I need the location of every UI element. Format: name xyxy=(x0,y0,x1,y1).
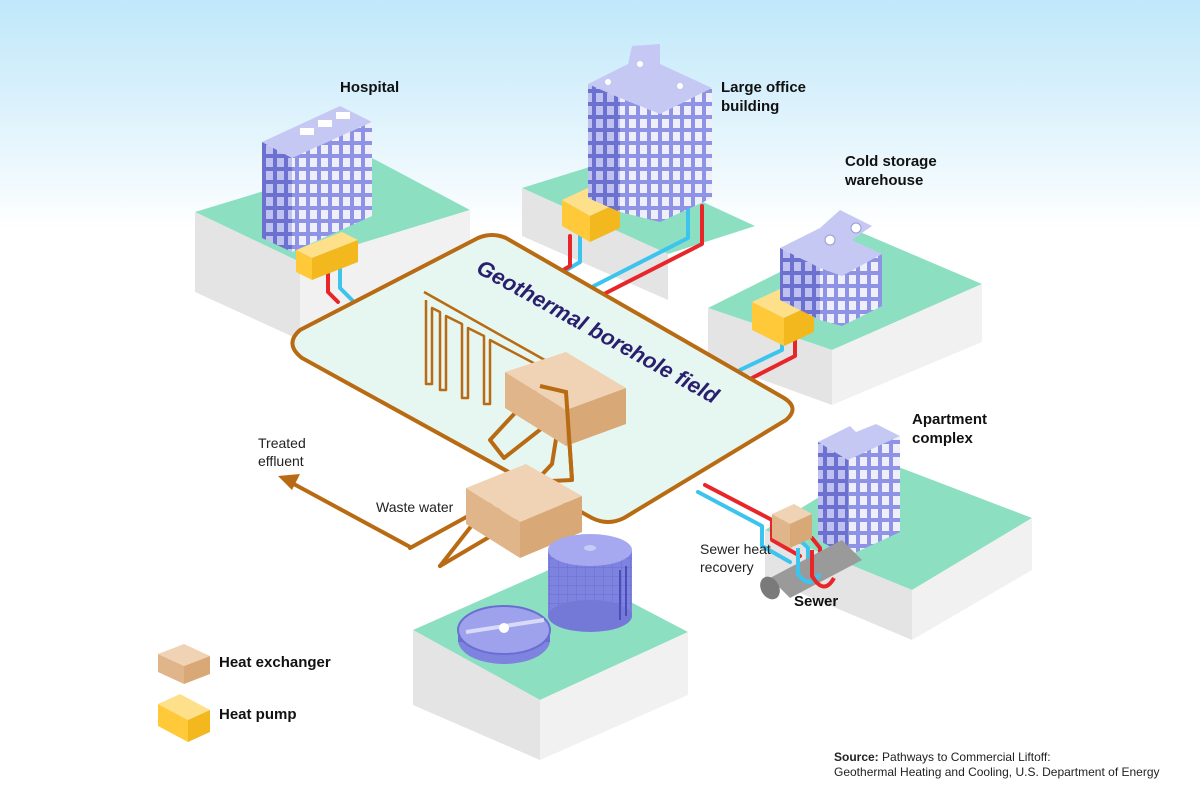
apartment-label: Apartment complex xyxy=(912,411,991,447)
storage-tank xyxy=(548,534,632,632)
legend-heat-exchanger-label: Heat exchanger xyxy=(219,654,331,671)
field-loop-overlay xyxy=(539,384,574,481)
heat-exchanger-field xyxy=(505,352,626,446)
source-line1-text: Pathways to Commercial Liftoff: xyxy=(882,750,1051,764)
legend-item-heat-pump: Heat pump xyxy=(156,692,376,742)
sewer-recovery-pipes xyxy=(796,548,836,589)
hospital-label: Hospital xyxy=(340,79,399,96)
cold-storage-label: Cold storage warehouse xyxy=(844,153,941,189)
office-building xyxy=(588,44,712,222)
heat-exchanger-swatch-icon xyxy=(158,644,210,684)
sewer-heat-line1: Sewer heat xyxy=(700,541,771,557)
source-citation: Source: Pathways to Commercial Liftoff: … xyxy=(834,750,1160,780)
source-line2: Geothermal Heating and Cooling, U.S. Dep… xyxy=(834,765,1160,779)
heat-exchanger-wastewater xyxy=(466,464,582,558)
legend-item-heat-exchanger: Heat exchanger xyxy=(156,640,376,690)
heat-exchanger-sewer xyxy=(772,504,812,548)
treated-effluent-line1: Treated xyxy=(258,435,306,451)
cold-storage-label-line2: warehouse xyxy=(844,172,923,189)
clarifier-tank xyxy=(457,605,551,664)
legend-heat-pump-label: Heat pump xyxy=(219,706,297,723)
heat-pump-swatch-icon xyxy=(158,694,210,742)
apartment-building xyxy=(818,424,900,556)
treated-effluent-arrow xyxy=(278,474,413,550)
office-label-line2: building xyxy=(721,98,779,115)
heat-pump-cold-storage xyxy=(752,288,814,346)
sewer-heat-recovery-label: Sewer heat recovery xyxy=(700,541,775,575)
sewer-pipe xyxy=(760,540,862,600)
source-line1: Source: Pathways to Commercial Liftoff: xyxy=(834,750,1160,765)
borehole-field-pipes xyxy=(423,290,568,406)
heat-pump-office xyxy=(562,186,620,242)
sewer-label: Sewer xyxy=(794,593,838,610)
cold-storage-building xyxy=(780,210,882,326)
sewer-heat-line2: recovery xyxy=(700,559,754,575)
heat-pump-hospital xyxy=(296,232,358,280)
hospital-building xyxy=(262,106,372,252)
apartment-label-line1: Apartment xyxy=(912,411,987,428)
treated-effluent-line2: effluent xyxy=(258,453,304,469)
apartment-label-line2: complex xyxy=(912,430,974,447)
treated-effluent-label: Treated effluent xyxy=(258,435,310,469)
office-label-line1: Large office xyxy=(721,79,806,96)
source-prefix: Source: xyxy=(834,750,879,764)
office-label: Large office building xyxy=(721,79,810,115)
waste-water-label: Waste water xyxy=(376,499,454,515)
cold-storage-label-line1: Cold storage xyxy=(845,153,937,170)
